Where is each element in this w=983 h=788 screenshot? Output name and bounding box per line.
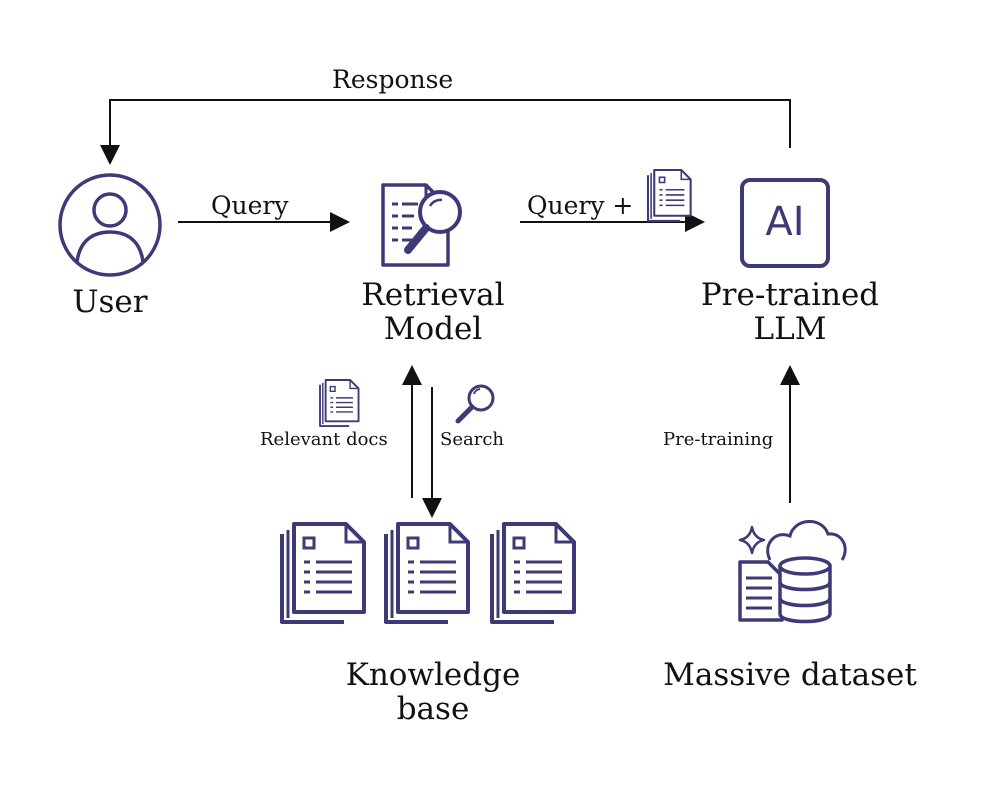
- document-icon: [492, 524, 574, 622]
- llm-label-line1: Pre-trained: [700, 277, 880, 313]
- ai-icon-text: AI: [765, 199, 805, 245]
- magnifier-icon: [455, 384, 495, 424]
- search-label: Search: [440, 429, 504, 450]
- llm-label-line2: LLM: [753, 311, 827, 348]
- query-label: Query: [211, 191, 289, 220]
- knowledge-base-label: Knowledge base: [318, 658, 548, 726]
- response-label: Response: [332, 65, 454, 94]
- retrieval-label-line2: Model: [383, 311, 483, 348]
- relevant-docs-label: Relevant docs: [260, 429, 388, 450]
- kb-label-line1: Knowledge: [345, 657, 521, 693]
- response-arrow: [100, 99, 791, 165]
- llm-label: Pre-trained LLM: [675, 278, 905, 346]
- user-icon: [58, 173, 162, 277]
- document-search-icon: [381, 183, 462, 267]
- user-label: User: [72, 284, 148, 320]
- query-docs-label: Query +: [527, 191, 634, 220]
- massive-dataset-label: Massive dataset: [663, 657, 917, 693]
- document-icon: [320, 380, 359, 426]
- document-icon: [282, 524, 364, 622]
- document-icon: [648, 170, 691, 221]
- pretraining-label: Pre-training: [663, 429, 774, 450]
- kb-label-line2: base: [396, 691, 470, 728]
- ai-chip-icon: [740, 178, 830, 268]
- retrieval-model-label: Retrieval Model: [333, 278, 533, 346]
- document-icon: [386, 524, 468, 622]
- database-cloud-icon: [738, 520, 847, 624]
- retrieval-label-line1: Retrieval: [361, 277, 505, 313]
